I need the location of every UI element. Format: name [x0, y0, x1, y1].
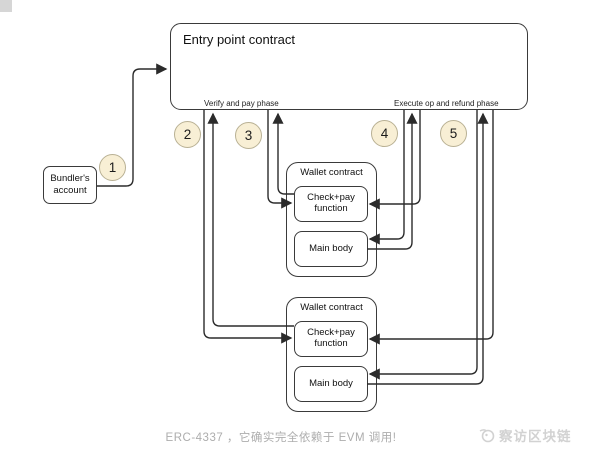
watermark-text: 察访区块链 [499, 429, 572, 444]
arrow-return-3-upper-checkpay-to-entry [272, 112, 294, 195]
check-pay-function-box: Check+pay function [294, 321, 368, 357]
arrow-refund-entry-to-lower-checkpay [368, 110, 494, 345]
bundler-account-box: Bundler's account [43, 166, 97, 204]
step-circle-1: 1 [99, 154, 126, 181]
arrow-return-2-lower-checkpay-to-entry [207, 112, 294, 327]
wallet-contract-box-upper: Wallet contract Check+pay function Main … [286, 162, 377, 277]
arrow-call-5-entry-to-lower-mainbody [368, 110, 478, 380]
wallet-title: Wallet contract [300, 167, 363, 178]
entry-point-title: Entry point contract [183, 32, 295, 47]
step-circle-2: 2 [174, 121, 201, 148]
caption-text: ERC-4337 ，它确实完全依赖于 EVM 调用! [165, 432, 397, 444]
wallet-title: Wallet contract [300, 302, 363, 313]
entry-point-contract-box: Entry point contract Verify and pay phas… [170, 23, 528, 110]
arrow-refund-entry-to-upper-checkpay [368, 110, 421, 210]
arrow-call-3-entry-to-upper-checkpay [267, 110, 293, 209]
arrow-call-4-entry-to-upper-mainbody [368, 110, 405, 245]
step-circle-4: 4 [371, 120, 398, 147]
arrow-return-4-upper-mainbody-to-entry [367, 112, 418, 250]
watermark: 察访区块链 [479, 425, 572, 445]
step-circle-3: 3 [235, 122, 262, 149]
step-circle-5: 5 [440, 120, 467, 147]
arrow-return-5-lower-mainbody-to-entry [367, 112, 489, 385]
execute-refund-phase-label: Execute op and refund phase [394, 99, 499, 108]
arrow-bundler-to-entry [97, 63, 168, 187]
verify-pay-phase-label: Verify and pay phase [204, 99, 279, 108]
wallet-contract-box-lower: Wallet contract Check+pay function Main … [286, 297, 377, 412]
main-body-box: Main body [294, 231, 368, 267]
arrow-call-2-entry-to-lower-checkpay [203, 110, 293, 344]
watermark-logo-icon [479, 428, 495, 442]
check-pay-function-box: Check+pay function [294, 186, 368, 222]
corner-artifact-square [0, 0, 12, 12]
